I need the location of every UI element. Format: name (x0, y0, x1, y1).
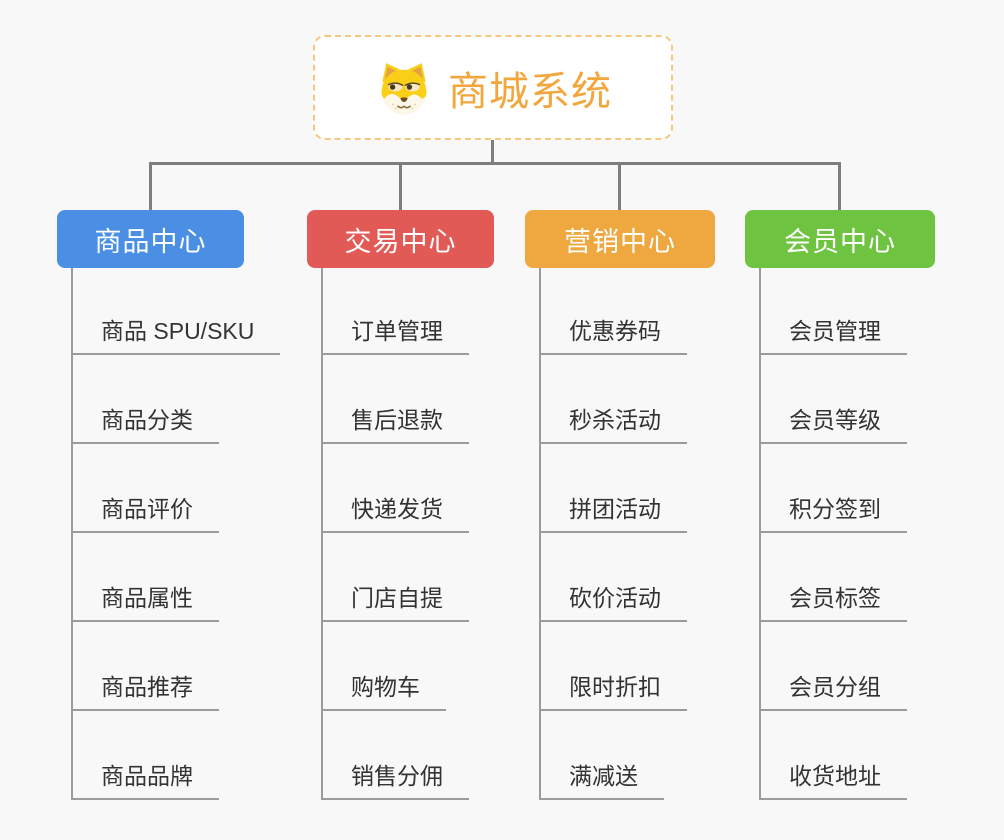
leaf-node[interactable]: 会员分组 (759, 622, 907, 711)
leaf-label: 会员标签 (759, 585, 907, 622)
branch-label: 营销中心 (564, 226, 676, 257)
leaf-node[interactable]: 砍价活动 (539, 533, 687, 622)
leaf-label: 销售分佣 (321, 763, 469, 800)
branch-node-1[interactable]: 商品中心 (57, 210, 244, 268)
leaf-label: 快递发货 (321, 496, 469, 533)
leaf-node[interactable]: 商品 SPU/SKU (71, 268, 281, 355)
connector-branch-stem (149, 162, 152, 210)
leaf-node[interactable]: 商品品牌 (71, 711, 280, 800)
leaf-node[interactable]: 门店自提 (321, 533, 469, 622)
leaf-node[interactable]: 快递发货 (321, 444, 469, 533)
leaf-label: 购物车 (321, 674, 446, 711)
leaf-label: 秒杀活动 (539, 407, 687, 444)
leaf-label: 商品推荐 (71, 674, 219, 711)
branch-leaf-list: 商品 SPU/SKU 商品分类 商品评价 商品属性 商品推荐 商品品牌 (71, 268, 281, 800)
leaf-label: 会员管理 (759, 318, 907, 355)
leaf-node[interactable]: 收货地址 (759, 711, 907, 800)
leaf-node[interactable]: 秒杀活动 (539, 355, 687, 444)
leaf-node[interactable]: 商品属性 (71, 533, 280, 622)
leaf-label: 砍价活动 (539, 585, 687, 622)
leaf-node[interactable]: 拼团活动 (539, 444, 687, 533)
leaf-node[interactable]: 优惠券码 (539, 268, 687, 355)
branch-label: 商品中心 (94, 226, 207, 257)
leaf-label: 收货地址 (759, 763, 907, 800)
leaf-label: 优惠券码 (539, 318, 687, 355)
root-node[interactable]: 商城系统 (313, 35, 673, 140)
leaf-node[interactable]: 商品分类 (71, 355, 280, 444)
leaf-label: 商品属性 (71, 585, 219, 622)
connector-branch-stem (618, 162, 621, 210)
branch-node-3[interactable]: 营销中心 (525, 210, 715, 268)
connector-root-stem (491, 140, 494, 164)
leaf-label: 商品评价 (71, 496, 219, 533)
leaf-label: 门店自提 (321, 585, 469, 622)
branch-leaf-list: 会员管理 会员等级 积分签到 会员标签 会员分组 收货地址 (759, 268, 907, 800)
leaf-node[interactable]: 销售分佣 (321, 711, 469, 800)
branch-leaf-list: 优惠券码 秒杀活动 拼团活动 砍价活动 限时折扣 满减送 (539, 268, 687, 800)
leaf-node[interactable]: 商品推荐 (71, 622, 280, 711)
branch-node-4[interactable]: 会员中心 (745, 210, 935, 268)
leaf-node[interactable]: 积分签到 (759, 444, 907, 533)
branch-node-2[interactable]: 交易中心 (307, 210, 494, 268)
leaf-node[interactable]: 限时折扣 (539, 622, 687, 711)
leaf-label: 限时折扣 (539, 674, 687, 711)
leaf-label: 会员分组 (759, 674, 907, 711)
leaf-label: 商品 SPU/SKU (71, 318, 281, 355)
leaf-label: 满减送 (539, 763, 664, 800)
branch-leaf-list: 订单管理 售后退款 快递发货 门店自提 购物车 销售分佣 (321, 268, 469, 800)
leaf-label: 拼团活动 (539, 496, 687, 533)
leaf-node[interactable]: 订单管理 (321, 268, 469, 355)
connector-branch-stem (838, 162, 841, 210)
leaf-node[interactable]: 商品评价 (71, 444, 280, 533)
leaf-label: 积分签到 (759, 496, 907, 533)
leaf-node[interactable]: 购物车 (321, 622, 469, 711)
leaf-node[interactable]: 售后退款 (321, 355, 469, 444)
root-title: 商城系统 (448, 69, 612, 114)
leaf-label: 商品品牌 (71, 763, 219, 800)
leaf-node[interactable]: 会员标签 (759, 533, 907, 622)
dog-face-icon (374, 59, 434, 116)
leaf-node[interactable]: 会员管理 (759, 268, 907, 355)
leaf-label: 订单管理 (321, 318, 469, 355)
leaf-node[interactable]: 会员等级 (759, 355, 907, 444)
leaf-node[interactable]: 满减送 (539, 711, 687, 800)
branch-label: 交易中心 (344, 226, 457, 257)
leaf-label: 会员等级 (759, 407, 907, 444)
leaf-label: 售后退款 (321, 407, 469, 444)
connector-horizontal-line (149, 162, 841, 165)
leaf-label: 商品分类 (71, 407, 219, 444)
branch-label: 会员中心 (784, 226, 896, 257)
connector-branch-stem (399, 162, 402, 210)
